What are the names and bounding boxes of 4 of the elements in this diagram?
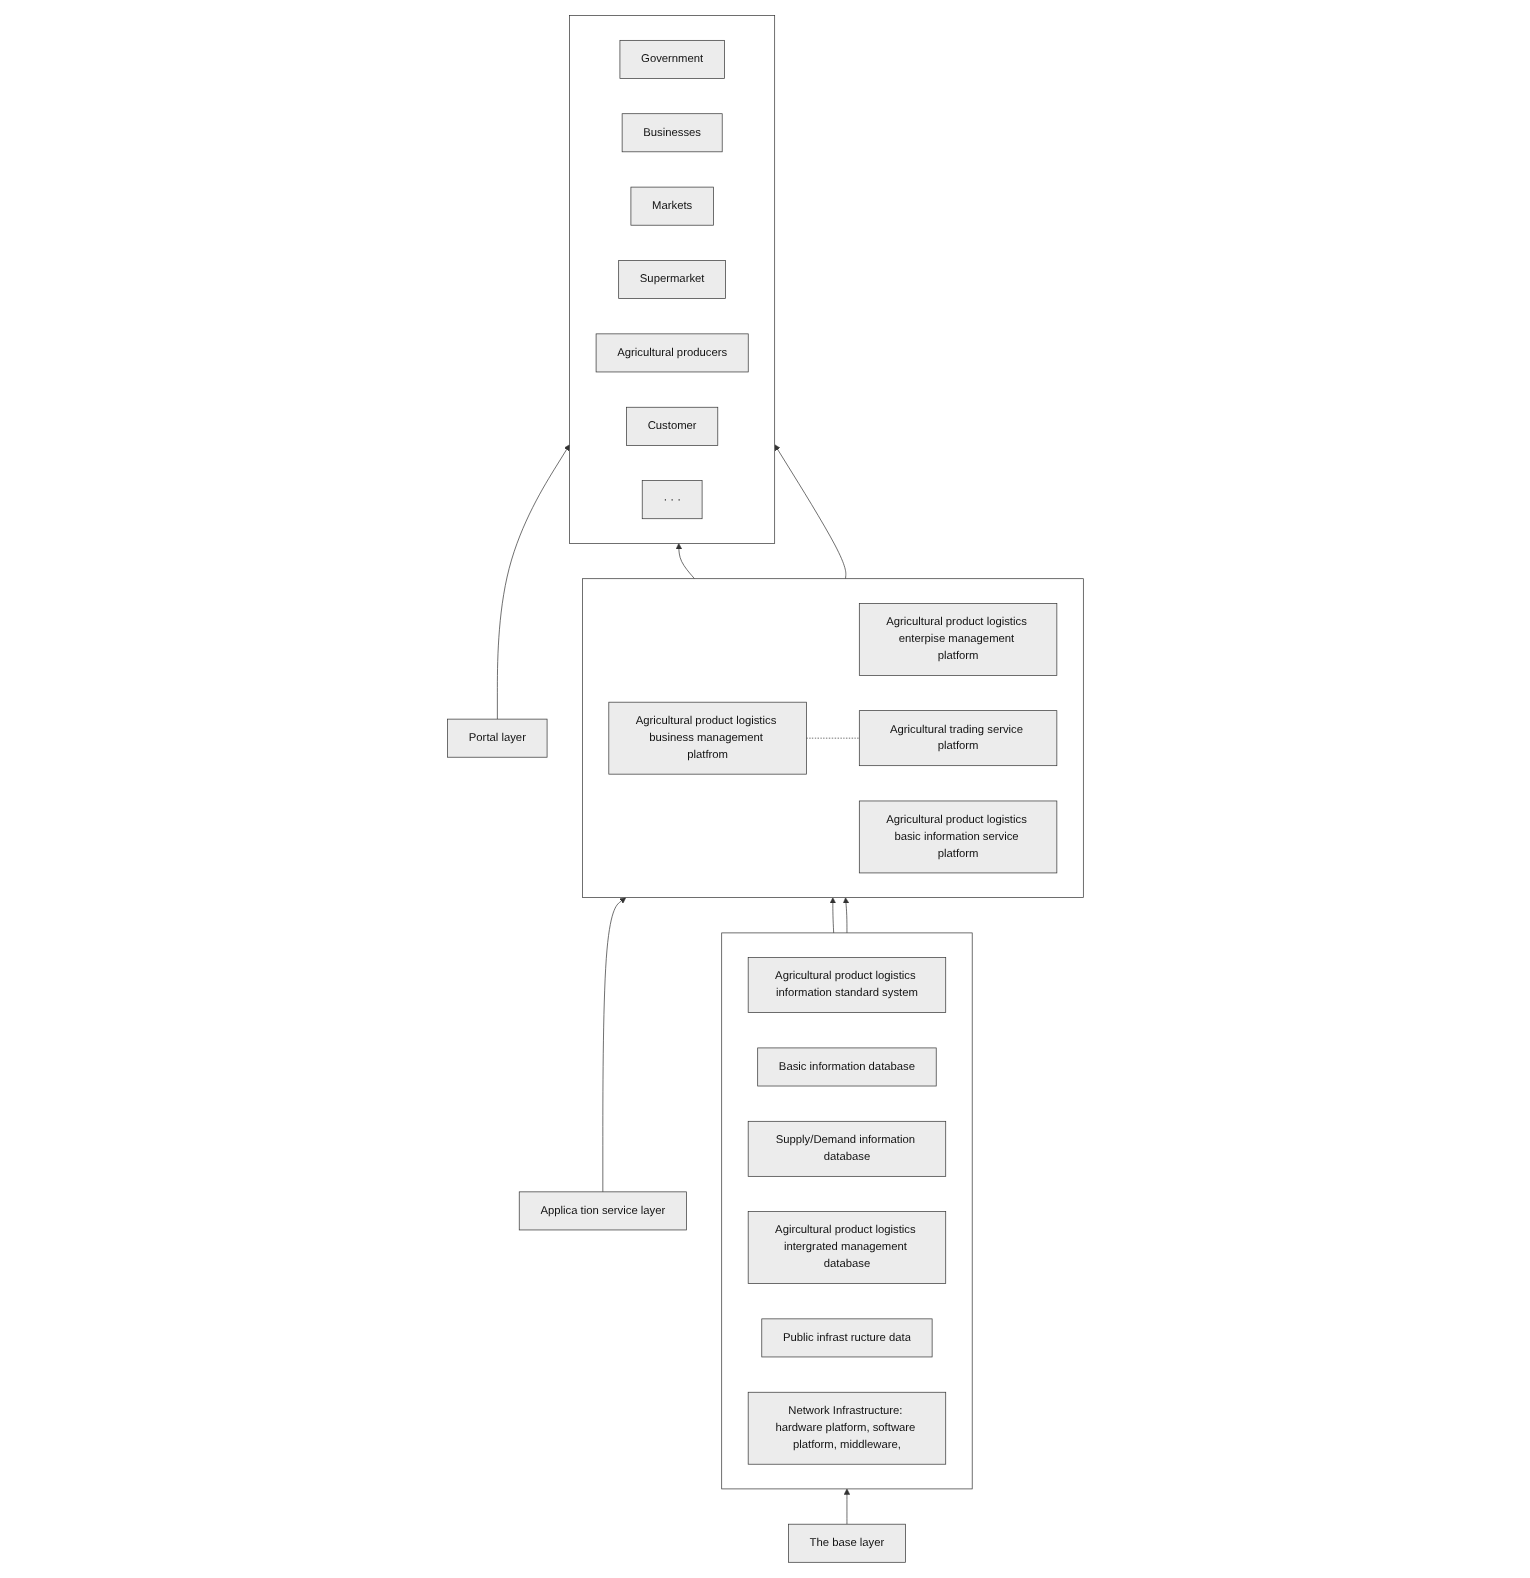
connector (805, 737, 860, 739)
cluster (568, 15, 775, 544)
cluster (720, 932, 973, 1490)
cluster (581, 578, 1084, 898)
